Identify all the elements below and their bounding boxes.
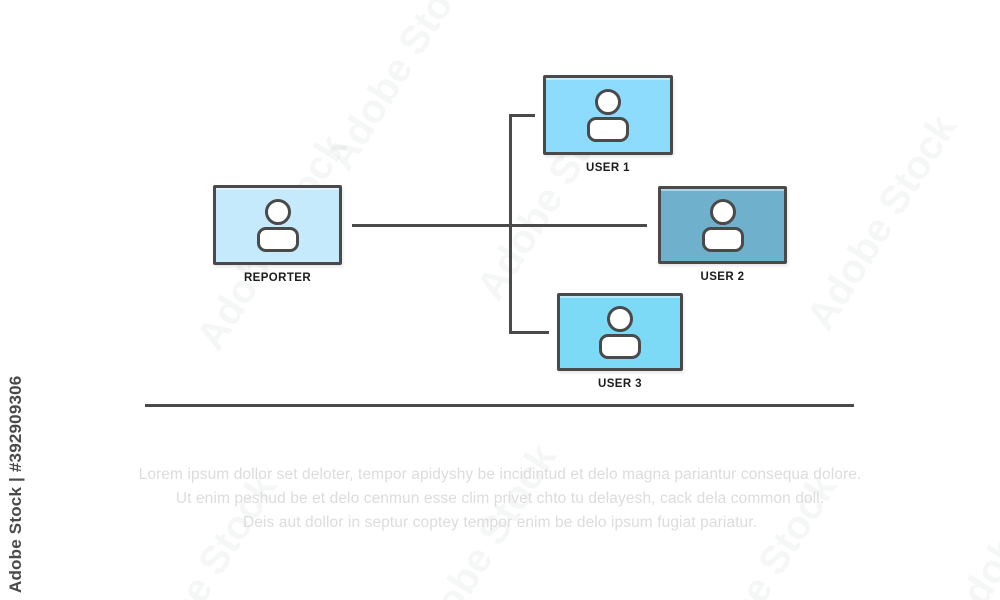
person-icon <box>587 88 629 142</box>
connector-reporter-to-user2 <box>352 224 647 227</box>
connector-vertical-branch <box>509 114 512 334</box>
user3-label: USER 3 <box>598 378 642 390</box>
person-icon <box>599 305 641 359</box>
node-user2: USER 2 <box>658 186 787 283</box>
adobe-stock-tile-watermark: Adobe Stock <box>798 106 966 338</box>
node-reporter: REPORTER <box>213 185 342 284</box>
connector-stub-user3 <box>509 331 549 334</box>
placeholder-line-3: Deis aut dollor in septur coptey tempor … <box>242 514 758 531</box>
placeholder-paragraph: Lorem ipsum dollor set deloter, tempor a… <box>0 463 1000 535</box>
person-icon <box>701 198 744 252</box>
adobe-stock-tile-watermark: Adobe Stock <box>318 0 486 178</box>
placeholder-line-2: Ut enim peshud be et delo cenmun esse cl… <box>175 490 825 507</box>
user2-box <box>658 186 787 264</box>
user1-box <box>543 75 673 155</box>
user3-box <box>557 293 683 371</box>
user1-label: USER 1 <box>586 162 630 174</box>
node-user1: USER 1 <box>543 75 673 174</box>
reporter-box <box>213 185 342 265</box>
placeholder-line-1: Lorem ipsum dollor set deloter, tempor a… <box>138 466 862 483</box>
user2-label: USER 2 <box>700 271 745 283</box>
person-icon <box>256 198 299 252</box>
node-user3: USER 3 <box>557 293 683 390</box>
reporter-label: REPORTER <box>243 272 312 284</box>
divider-rule <box>145 404 854 407</box>
adobe-stock-side-watermark: Adobe Stock | #392909306 <box>6 375 25 593</box>
connector-stub-user1 <box>509 114 535 117</box>
